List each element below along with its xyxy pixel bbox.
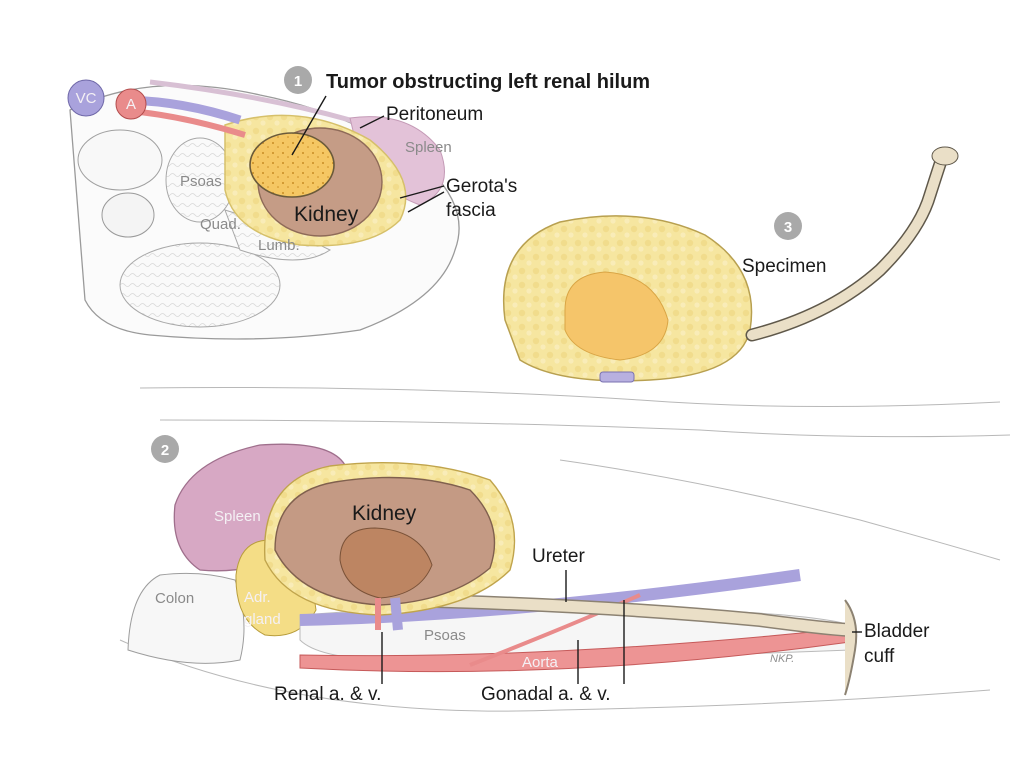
vena-cava (67, 79, 105, 117)
label-a: A (126, 96, 136, 113)
tumor (249, 132, 335, 198)
peritoneum-leader-line (359, 115, 385, 129)
vertebra (101, 192, 155, 238)
back-muscle (119, 242, 281, 328)
label-spleen-2: Spleen (214, 508, 261, 525)
specimen-hilum-stump (599, 371, 635, 383)
specimen-kidney (564, 271, 669, 361)
body-outline-sketch-1 (139, 387, 1001, 408)
vertebral-body (77, 129, 163, 191)
label-psoas-1: Psoas (180, 173, 222, 190)
tumor-leader-line (291, 95, 327, 156)
label-lumb: Lumb. (258, 237, 300, 254)
renal-artery-section (139, 109, 246, 138)
label-renal-vessels: Renal a. & v. (274, 684, 381, 705)
panel-3-specimen: 3 Specimen (503, 146, 959, 383)
aorta-section (115, 88, 147, 120)
label-kidney-2: Kidney (352, 502, 417, 525)
specimen-ureter-end (931, 146, 959, 166)
label-ureter: Ureter (532, 546, 585, 567)
label-specimen: Specimen (742, 256, 827, 277)
body-outline-sketch-3 (119, 639, 991, 712)
label-colon: Colon (155, 590, 194, 607)
ureter-lateral-fill (399, 594, 851, 636)
artist-signature: NKP. (770, 653, 794, 665)
body-outline-sketch-2 (159, 419, 1011, 438)
label-gerota-line1: Gerota's (446, 176, 517, 197)
bladder-cuff-shape (844, 599, 858, 696)
badge-1-number: 1 (294, 73, 302, 90)
label-adr-line2: gland (244, 611, 281, 628)
label-vc: VC (76, 90, 97, 107)
label-bladder-line2: cuff (864, 646, 895, 667)
specimen-ureter (745, 151, 949, 342)
renal-vein-lateral (390, 597, 403, 631)
label-kidney-1: Kidney (294, 203, 359, 226)
label-spleen-1: Spleen (405, 139, 452, 156)
label-quad: Quad. (200, 216, 241, 233)
colon (127, 572, 245, 664)
label-aorta: Aorta (522, 654, 559, 671)
label-bladder-line1: Bladder (864, 621, 930, 642)
label-gonadal-vessels: Gonadal a. & v. (481, 684, 611, 705)
label-gerota-line2: fascia (446, 200, 496, 221)
specimen-ureter-fill (747, 153, 947, 340)
panel-1-title: Tumor obstructing left renal hilum (326, 71, 650, 93)
tumor-lateral (339, 527, 433, 599)
body-outline-sketch-4 (559, 459, 1001, 561)
badge-2-number: 2 (161, 442, 169, 459)
gerota-leader-line-2 (407, 191, 445, 213)
badge-3 (774, 212, 802, 240)
label-psoas-2: Psoas (424, 627, 466, 644)
gerota-leader-line-1 (399, 185, 445, 199)
label-adr-line1: Adr. (244, 589, 271, 606)
badge-1 (284, 66, 312, 94)
panel-1-cross-section: VC A 1 Tumor obstructing left renal hilu… (67, 66, 650, 340)
label-peritoneum: Peritoneum (386, 104, 483, 125)
panel-2-lateral-view: 2 Spleen Kidney Ureter Colon Adr. gland … (119, 387, 1011, 712)
badge-3-number: 3 (784, 219, 792, 236)
badge-2 (151, 435, 179, 463)
